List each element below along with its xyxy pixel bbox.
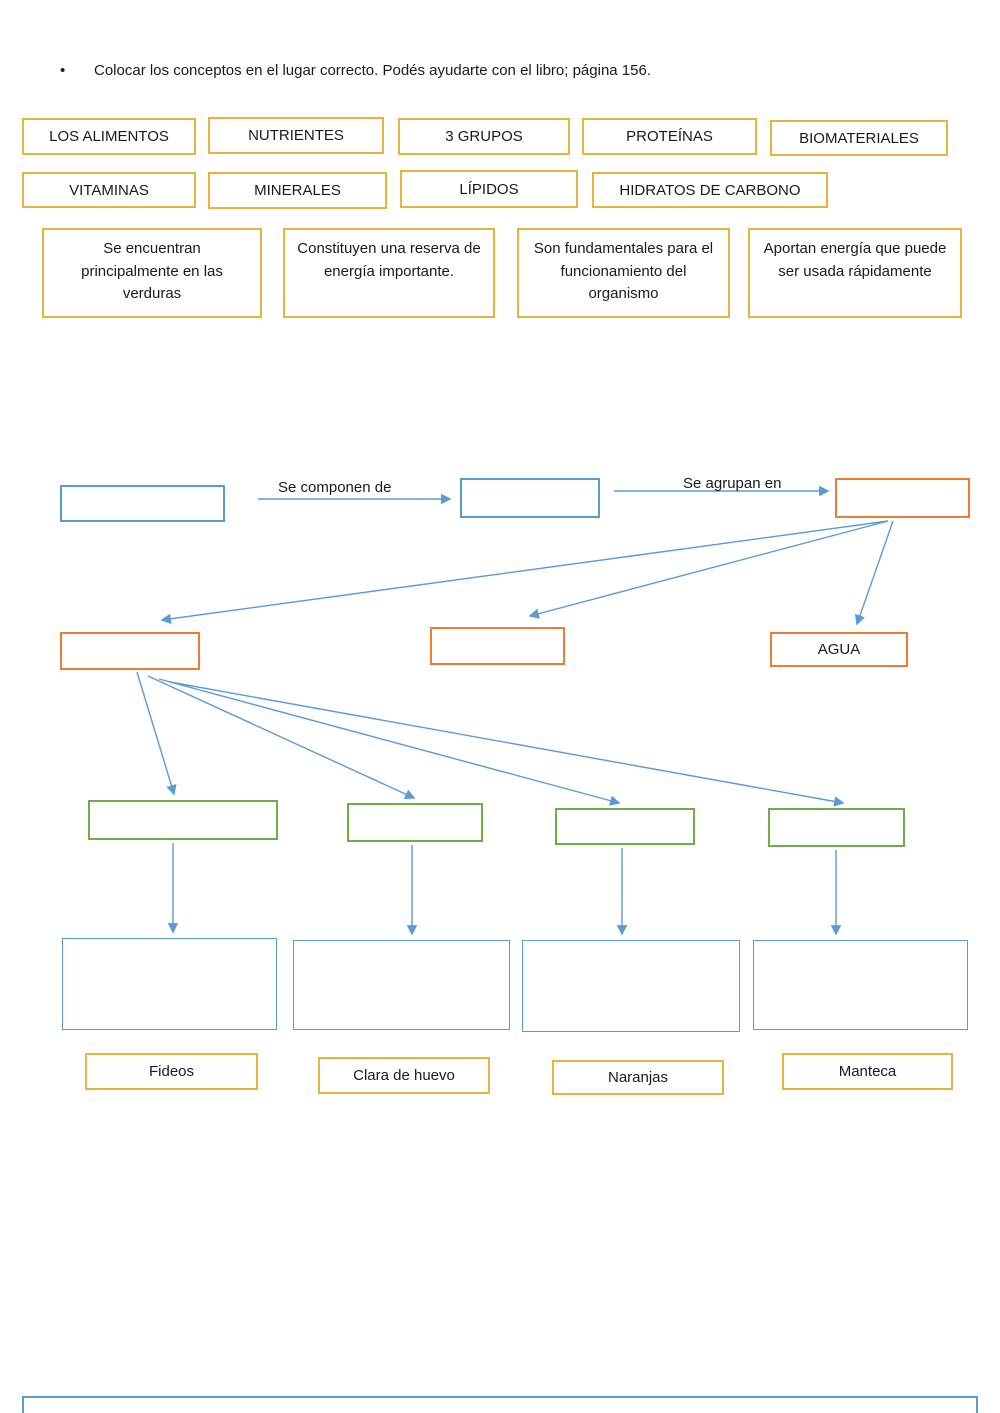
arrow-end-to-center-group: [528, 520, 889, 619]
flow-box-middle[interactable]: [460, 478, 600, 518]
word-chip-lipidos[interactable]: LÍPIDOS: [400, 170, 578, 208]
arrow-end-to-left-group: [160, 520, 889, 624]
word-chip-3-grupos[interactable]: 3 GRUPOS: [398, 118, 570, 155]
word-chip-los-alimentos[interactable]: LOS ALIMENTOS: [22, 118, 196, 155]
group-box-center[interactable]: [430, 627, 565, 665]
food-chip-fideos[interactable]: Fideos: [85, 1053, 258, 1090]
word-chip-minerales[interactable]: MINERALES: [208, 172, 387, 209]
flow-box-end[interactable]: [835, 478, 970, 518]
group-box-left[interactable]: [60, 632, 200, 670]
word-chip-proteinas[interactable]: PROTEÍNAS: [582, 118, 757, 155]
arrow-group-to-nutrient-3: [158, 678, 621, 806]
description-chip-verduras[interactable]: Se encuentran principalmente en las verd…: [42, 228, 262, 318]
nutrient-box-2[interactable]: [347, 803, 483, 842]
example-box-1[interactable]: [62, 938, 277, 1030]
example-box-2[interactable]: [293, 940, 510, 1030]
nutrient-box-1[interactable]: [88, 800, 278, 840]
arrow-end-to-agua: [854, 520, 894, 626]
food-chip-naranjas[interactable]: Naranjas: [552, 1060, 724, 1095]
arrow-group-to-nutrient-1: [136, 671, 177, 796]
word-chip-nutrientes[interactable]: NUTRIENTES: [208, 117, 384, 154]
description-chip-energia-rapida[interactable]: Aportan energía que puede ser usada rápi…: [748, 228, 962, 318]
flow-label-se-componen-de: Se componen de: [278, 479, 392, 496]
partial-box-bottom: [22, 1396, 978, 1413]
nutrient-box-4[interactable]: [768, 808, 905, 847]
example-box-4[interactable]: [753, 940, 968, 1030]
food-chip-manteca[interactable]: Manteca: [782, 1053, 953, 1090]
description-chip-funcionamiento[interactable]: Son fundamentales para el funcionamiento…: [517, 228, 730, 318]
agua-box[interactable]: AGUA: [770, 632, 908, 667]
instruction-text: Colocar los conceptos en el lugar correc…: [94, 62, 651, 79]
example-box-3[interactable]: [522, 940, 740, 1032]
instruction-line: • Colocar los conceptos en el lugar corr…: [60, 62, 651, 79]
bullet-icon: •: [60, 62, 66, 79]
word-chip-hidratos-de-carbono[interactable]: HIDRATOS DE CARBONO: [592, 172, 828, 208]
flow-label-se-agrupan-en: Se agrupan en: [683, 475, 782, 492]
arrow-group-to-nutrient-4: [169, 681, 845, 807]
description-chip-reserva-energia[interactable]: Constituyen una reserva de energía impor…: [283, 228, 495, 318]
nutrient-box-3[interactable]: [555, 808, 695, 845]
flow-box-start[interactable]: [60, 485, 225, 522]
arrow-group-to-nutrient-2: [147, 675, 416, 800]
word-chip-vitaminas[interactable]: VITAMINAS: [22, 172, 196, 208]
food-chip-clara-de-huevo[interactable]: Clara de huevo: [318, 1057, 490, 1094]
word-chip-biomateriales[interactable]: BIOMATERIALES: [770, 120, 948, 156]
